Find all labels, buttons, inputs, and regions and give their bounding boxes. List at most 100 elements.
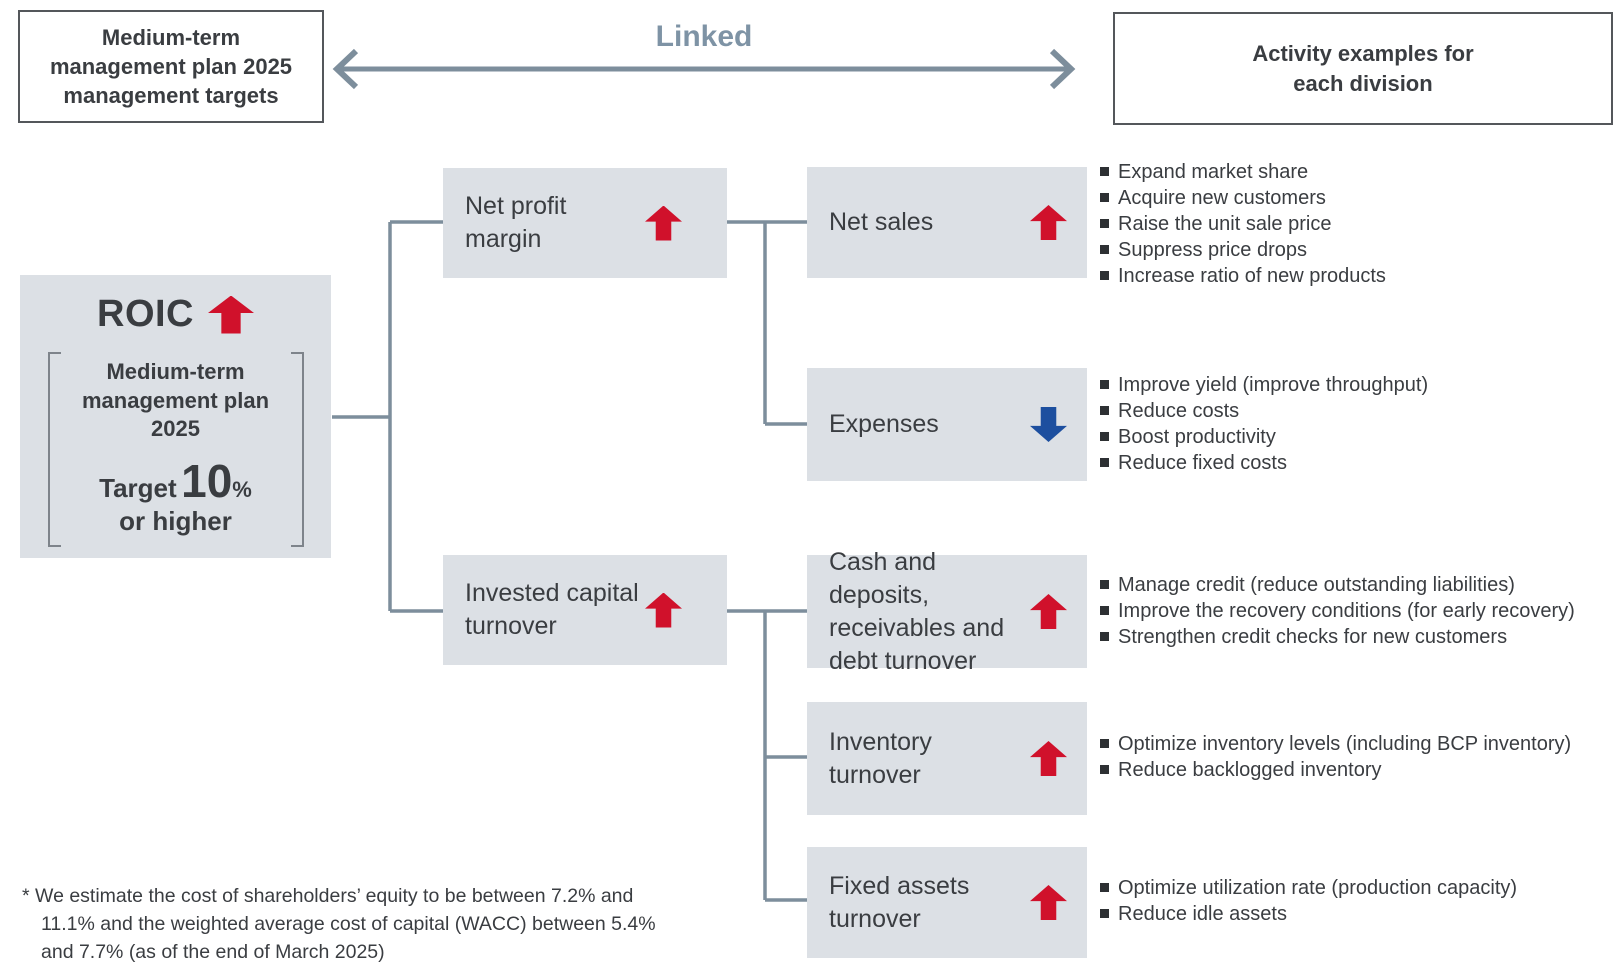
up-arrow-icon bbox=[1030, 594, 1067, 629]
up-arrow-icon bbox=[645, 592, 682, 628]
activity-list-net-sales: Expand market share Acquire new customer… bbox=[1100, 159, 1386, 289]
footnote-text: We estimate the cost of shareholders’ eq… bbox=[35, 885, 656, 963]
activity-text: Improve yield (improve throughput) bbox=[1118, 374, 1429, 396]
bullet-square-icon bbox=[1100, 245, 1109, 254]
activity-item: Strengthen credit checks for new custome… bbox=[1100, 624, 1575, 650]
activity-text: Manage credit (reduce outstanding liabil… bbox=[1118, 574, 1515, 596]
bullet-square-icon bbox=[1100, 219, 1109, 228]
activity-item: Acquire new customers bbox=[1100, 185, 1386, 211]
activity-text: Boost productivity bbox=[1118, 426, 1276, 448]
activity-item: Suppress price drops bbox=[1100, 237, 1386, 263]
header-left-line: management targets bbox=[63, 83, 279, 109]
header-left-line: Medium-term bbox=[101, 24, 241, 50]
activity-text: Reduce fixed costs bbox=[1118, 452, 1287, 474]
activity-item: Raise the unit sale price bbox=[1100, 211, 1386, 237]
bullet-square-icon bbox=[1100, 883, 1109, 892]
bullet-square-icon bbox=[1100, 432, 1109, 441]
activity-list-cash-receivables: Manage credit (reduce outstanding liabil… bbox=[1100, 572, 1575, 650]
roic-target-value: 10 bbox=[181, 454, 233, 507]
node-inventory-turnover: Inventory turnover bbox=[807, 702, 1087, 815]
footnote: * We estimate the cost of shareholders’ … bbox=[22, 882, 667, 966]
activity-item: Reduce costs bbox=[1100, 398, 1428, 424]
connector-npm-children bbox=[727, 220, 807, 426]
header-left-box: Medium-term management plan 2025 managem… bbox=[18, 10, 324, 123]
activity-item: Optimize inventory levels (including BCP… bbox=[1100, 731, 1571, 757]
activity-text: Expand market share bbox=[1118, 161, 1309, 183]
node-net-profit-margin: Net profit margin bbox=[443, 168, 727, 278]
activity-text: Optimize utilization rate (production ca… bbox=[1118, 877, 1518, 899]
roic-title: ROIC bbox=[97, 293, 194, 335]
node-label: Net sales bbox=[829, 208, 934, 236]
header-left-text: Medium-term management plan 2025 managem… bbox=[50, 23, 292, 111]
activity-text: Reduce idle assets bbox=[1118, 903, 1287, 925]
header-right-text: Activity examples for each division bbox=[1252, 39, 1473, 98]
connector-ict-children bbox=[727, 609, 807, 902]
roic-plan-line: management plan bbox=[81, 387, 270, 413]
activity-item: Improve the recovery conditions (for ear… bbox=[1100, 598, 1575, 624]
node-cash-deposits-receivables-debt-turnover: Cash and deposits, receivables and debt … bbox=[807, 548, 1087, 675]
activity-list-expenses: Improve yield (improve throughput) Reduc… bbox=[1100, 372, 1428, 476]
activity-text: Raise the unit sale price bbox=[1118, 213, 1332, 235]
up-arrow-icon bbox=[1030, 885, 1067, 920]
up-arrow-icon bbox=[645, 205, 682, 241]
roic-plan-line: 2025 bbox=[151, 416, 200, 442]
bullet-square-icon bbox=[1100, 406, 1109, 415]
activity-text: Improve the recovery conditions (for ear… bbox=[1118, 600, 1575, 622]
up-arrow-icon bbox=[1030, 741, 1067, 776]
activity-item: Reduce idle assets bbox=[1100, 901, 1517, 927]
activity-text: Reduce backlogged inventory bbox=[1118, 759, 1382, 781]
connector-roic-level2 bbox=[332, 220, 444, 613]
activity-item: Improve yield (improve throughput) bbox=[1100, 372, 1428, 398]
roic-target-content: Medium-term management plan 2025 Target … bbox=[73, 352, 279, 547]
bullet-square-icon bbox=[1100, 739, 1109, 748]
node-label: Invested capital turnover bbox=[465, 579, 639, 640]
activity-item: Optimize utilization rate (production ca… bbox=[1100, 875, 1517, 901]
activity-text: Suppress price drops bbox=[1118, 239, 1307, 261]
linked-arrow-right-head bbox=[1049, 48, 1076, 90]
bracket-right-icon bbox=[290, 352, 304, 547]
node-label: Inventory turnover bbox=[829, 727, 932, 789]
bullet-square-icon bbox=[1100, 271, 1109, 280]
activity-text: Reduce costs bbox=[1118, 400, 1240, 422]
activity-list-fixed-assets: Optimize utilization rate (production ca… bbox=[1100, 875, 1517, 927]
footnote-marker: * bbox=[22, 885, 30, 907]
bullet-square-icon bbox=[1100, 193, 1109, 202]
activity-text: Optimize inventory levels (including BCP… bbox=[1118, 733, 1572, 755]
activity-item: Expand market share bbox=[1100, 159, 1386, 185]
roic-target-value-row: Target 10% bbox=[73, 458, 279, 504]
bullet-square-icon bbox=[1100, 765, 1109, 774]
activity-item: Boost productivity bbox=[1100, 424, 1428, 450]
activity-text: Increase ratio of new products bbox=[1118, 265, 1386, 287]
activity-item: Manage credit (reduce outstanding liabil… bbox=[1100, 572, 1575, 598]
up-arrow-icon bbox=[208, 295, 254, 334]
node-label: Cash and deposits, receivables and debt … bbox=[829, 547, 1005, 675]
header-left-line: management plan 2025 bbox=[49, 53, 293, 79]
bracket-left-icon bbox=[47, 352, 61, 547]
activity-list-inventory: Optimize inventory levels (including BCP… bbox=[1100, 731, 1571, 783]
roic-target-unit: % bbox=[232, 476, 252, 502]
activity-text: Strengthen credit checks for new custome… bbox=[1118, 626, 1508, 648]
down-arrow-icon bbox=[1030, 407, 1067, 442]
node-expenses: Expenses bbox=[807, 368, 1087, 481]
node-invested-capital-turnover: Invested capital turnover bbox=[443, 555, 727, 665]
bullet-square-icon bbox=[1100, 632, 1109, 641]
bullet-square-icon bbox=[1100, 909, 1109, 918]
up-arrow-icon bbox=[1030, 205, 1067, 240]
activity-item: Increase ratio of new products bbox=[1100, 263, 1386, 289]
bullet-square-icon bbox=[1100, 167, 1109, 176]
bullet-square-icon bbox=[1100, 380, 1109, 389]
node-label: Fixed assets turnover bbox=[829, 871, 970, 933]
linked-label: Linked bbox=[655, 20, 753, 53]
roic-plan-label: Medium-term management plan 2025 bbox=[73, 358, 279, 444]
roic-target-qualifier: or higher bbox=[119, 505, 232, 536]
header-right-line: Activity examples for bbox=[1252, 41, 1474, 67]
header-right-line: each division bbox=[1293, 70, 1433, 96]
bullet-square-icon bbox=[1100, 458, 1109, 467]
activity-text: Acquire new customers bbox=[1118, 187, 1326, 209]
roic-title-row: ROIC bbox=[97, 293, 254, 336]
activity-item: Reduce backlogged inventory bbox=[1100, 757, 1571, 783]
node-label: Expenses bbox=[829, 410, 939, 438]
node-net-sales: Net sales bbox=[807, 167, 1087, 278]
activity-item: Reduce fixed costs bbox=[1100, 450, 1428, 476]
